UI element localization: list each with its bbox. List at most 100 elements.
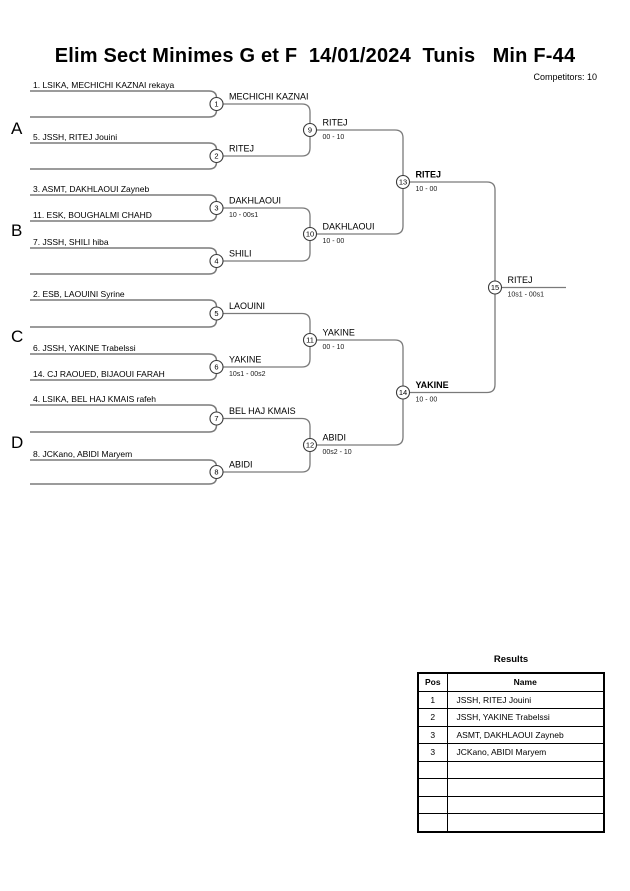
- match-winner: MECHICHI KAZNAI: [229, 92, 309, 102]
- slot-line: [30, 161, 218, 170]
- bracket-diagram: A B C D: [11, 80, 566, 485]
- player-label: 6. JSSH, YAKINE Trabelssi: [33, 343, 136, 353]
- connector-line: [223, 346, 311, 368]
- match-winner: LAOUINI: [229, 301, 265, 311]
- connector-line: [409, 294, 496, 394]
- result-name: JSSH, RITEJ Jouini: [446, 690, 605, 709]
- player-label: 8. JCKano, ABIDI Maryem: [33, 449, 132, 459]
- player-label: 4. LSIKA, BEL HAJ KMAIS rafeh: [33, 394, 156, 404]
- competitors-count: Competitors: 10: [533, 72, 597, 82]
- match-node: [209, 200, 224, 216]
- match-node: [209, 464, 224, 480]
- results-header-row: Pos Name: [417, 672, 605, 692]
- result-pos: 3: [417, 725, 448, 744]
- match-node: [302, 437, 318, 453]
- results-row: 1 JSSH, RITEJ Jouini: [417, 690, 605, 709]
- player-label: 11. ESK, BOUGHALMI CHAHD: [33, 210, 152, 220]
- connector-line: [223, 312, 311, 334]
- slot-line: [30, 299, 218, 308]
- match-winner: ABIDI: [323, 433, 347, 443]
- match-number: 4: [214, 257, 218, 266]
- group-label-c: C: [11, 327, 23, 346]
- slot-line: [30, 353, 218, 362]
- match-node: [302, 122, 318, 138]
- results-title: Results: [493, 654, 529, 665]
- slot-line: [30, 424, 218, 433]
- match-winner: DAKHLAOUI: [323, 222, 375, 232]
- match-score: 00s2 - 10: [323, 449, 352, 456]
- round1-slot-lines: [30, 90, 218, 485]
- match-winner: ABIDI: [229, 460, 253, 470]
- match-score: 10s1 - 00s2: [229, 371, 266, 378]
- connector-line: [316, 188, 404, 235]
- connector-line: [316, 339, 404, 386]
- match-node: [209, 359, 224, 375]
- bracket-connectors: [223, 103, 566, 473]
- slot-line: [30, 319, 218, 328]
- connector-line: [223, 240, 311, 262]
- results-col-pos: Pos: [417, 672, 448, 692]
- group-label-b: B: [11, 221, 22, 240]
- results-row: 2 JSSH, YAKINE Trabelssi: [417, 708, 605, 727]
- page-title: Elim Sect Minimes G et F 14/01/2024 Tuni…: [54, 45, 576, 67]
- player-label: 14. CJ RAOUED, BIJAOUI FARAH: [33, 369, 165, 379]
- connector-line: [223, 136, 311, 157]
- connector-line: [316, 129, 404, 176]
- match-winner: SHILI: [229, 249, 252, 259]
- connector-line: [409, 181, 496, 281]
- match-number: 12: [306, 441, 314, 450]
- match-node: [209, 253, 224, 269]
- results-row-empty: [417, 760, 605, 779]
- match-node: [487, 280, 503, 295]
- slot-line: [30, 213, 218, 222]
- connector-line: [223, 417, 311, 439]
- match-score: 00 - 10: [323, 134, 345, 141]
- results-row: 3 JCKano, ABIDI Maryem: [417, 743, 605, 762]
- champion-name: RITEJ: [508, 275, 533, 285]
- match-winner: BEL HAJ KMAIS: [229, 406, 296, 416]
- group-label-d: D: [11, 433, 23, 452]
- match-number: 7: [214, 414, 218, 423]
- player-label: 1. LSIKA, MECHICHI KAZNAI rekaya: [33, 80, 175, 90]
- match-node: [209, 96, 224, 112]
- match-winner: RITEJ: [229, 144, 254, 154]
- result-pos: 3: [417, 743, 448, 762]
- match-nodes: [209, 96, 503, 480]
- match-node: [302, 226, 318, 242]
- match-number: 14: [399, 388, 407, 397]
- slot-line: [30, 476, 218, 485]
- player-label: 2. ESB, LAOUINI Syrine: [33, 289, 125, 299]
- results-row-empty: [417, 813, 605, 832]
- result-pos: 1: [417, 690, 448, 709]
- player-label: 3. ASMT, DAKHLAOUI Zayneb: [33, 184, 149, 194]
- match-node: [395, 385, 411, 400]
- result-name: ASMT, DAKHLAOUI Zayneb: [446, 725, 605, 744]
- connector-line: [223, 451, 311, 473]
- match-number: 6: [214, 363, 218, 372]
- match-node: [395, 174, 411, 190]
- match-node: [209, 306, 224, 321]
- results-row-empty: [417, 778, 605, 797]
- match-score: 10 - 00: [323, 238, 345, 245]
- results-col-name: Name: [446, 672, 605, 692]
- result-name: JCKano, ABIDI Maryem: [446, 743, 605, 762]
- match-number: 1: [214, 100, 218, 109]
- connector-line: [316, 399, 404, 446]
- connector-line: [223, 207, 311, 228]
- match-number: 15: [491, 283, 499, 292]
- champion-score: 10s1 - 00s1: [508, 292, 545, 299]
- group-label-a: A: [11, 119, 23, 138]
- connector-line: [223, 103, 311, 124]
- player-label: 7. JSSH, SHILI hiba: [33, 237, 109, 247]
- slot-line: [30, 247, 218, 256]
- match-node: [209, 411, 224, 426]
- slot-line: [30, 109, 218, 118]
- player-label: 5. JSSH, RITEJ Jouini: [33, 132, 117, 142]
- match-winner: YAKINE: [323, 328, 355, 338]
- match-node: [209, 148, 224, 164]
- slot-line: [30, 90, 218, 99]
- slot-line: [30, 404, 218, 413]
- results-row: 3 ASMT, DAKHLAOUI Zayneb: [417, 725, 605, 744]
- slot-line: [30, 142, 218, 151]
